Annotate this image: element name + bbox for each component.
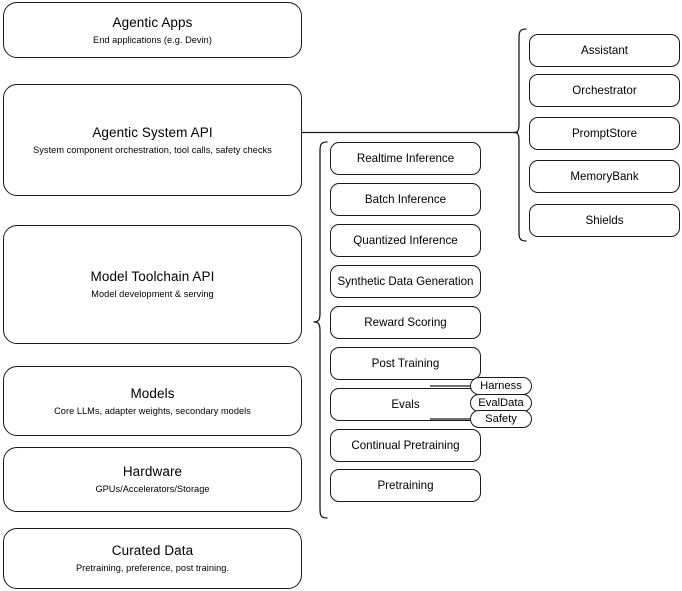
chip-label: PromptStore [571, 126, 638, 140]
layer-card-curated-data[interactable]: Curated Data Pretraining, preference, po… [3, 528, 302, 589]
chip-label: Pretraining [377, 478, 434, 492]
chip-promptstore[interactable]: PromptStore [529, 117, 680, 150]
badge-evaldata[interactable]: EvalData [470, 394, 532, 412]
chip-label: Synthetic Data Generation [337, 274, 474, 288]
chip-label: Orchestrator [572, 83, 637, 97]
badge-label: Safety [485, 412, 517, 425]
layer-title: Agentic System API [92, 124, 213, 140]
layer-title: Agentic Apps [112, 14, 193, 30]
chip-label: Quantized Inference [353, 233, 458, 247]
layer-card-model-toolchain-api[interactable]: Model Toolchain API Model development & … [3, 225, 302, 344]
chip-continual-pretraining[interactable]: Continual Pretraining [330, 429, 481, 462]
layer-title: Model Toolchain API [90, 269, 215, 284]
layer-subtitle: System component orchestration, tool cal… [33, 144, 272, 155]
chip-memorybank[interactable]: MemoryBank [529, 160, 680, 193]
layer-subtitle: Pretraining, preference, post training. [75, 563, 230, 573]
badge-safety[interactable]: Safety [470, 410, 532, 428]
chip-evals[interactable]: Evals [330, 388, 481, 421]
chip-label: Batch Inference [364, 192, 447, 206]
chip-shields[interactable]: Shields [529, 204, 680, 237]
chip-synthetic-data-generation[interactable]: Synthetic Data Generation [330, 265, 481, 298]
chip-orchestrator[interactable]: Orchestrator [529, 74, 680, 107]
chip-label: Shields [585, 213, 624, 227]
chip-realtime-inference[interactable]: Realtime Inference [330, 142, 481, 175]
layer-subtitle: End applications (e.g. Devin) [93, 34, 212, 45]
chip-label: MemoryBank [570, 169, 639, 183]
layer-subtitle: Core LLMs, adapter weights, secondary mo… [54, 405, 251, 416]
layer-title: Models [130, 385, 175, 401]
chip-quantized-inference[interactable]: Quantized Inference [330, 224, 481, 257]
chip-reward-scoring[interactable]: Reward Scoring [330, 306, 481, 339]
layer-card-models[interactable]: Models Core LLMs, adapter weights, secon… [3, 366, 302, 436]
chip-label: Evals [391, 397, 420, 411]
chip-post-training[interactable]: Post Training [330, 347, 481, 380]
layer-subtitle: GPUs/Accelerators/Storage [95, 484, 210, 494]
layer-card-agentic-system-api[interactable]: Agentic System API System component orch… [3, 84, 302, 196]
chip-pretraining[interactable]: Pretraining [330, 469, 481, 502]
chip-label: Reward Scoring [364, 315, 447, 329]
chip-assistant[interactable]: Assistant [529, 34, 680, 67]
layer-title: Curated Data [111, 543, 194, 558]
chip-label: Realtime Inference [356, 151, 455, 165]
chip-label: Assistant [580, 43, 629, 57]
chip-label: Continual Pretraining [351, 438, 460, 452]
badge-label: EvalData [478, 396, 524, 409]
layer-title: Hardware [122, 464, 183, 479]
layer-card-agentic-apps[interactable]: Agentic Apps End applications (e.g. Devi… [3, 2, 302, 58]
layer-subtitle: Model development & serving [91, 289, 214, 299]
badge-harness[interactable]: Harness [470, 377, 532, 395]
chip-batch-inference[interactable]: Batch Inference [330, 183, 481, 216]
chip-label: Post Training [371, 356, 440, 370]
layer-card-hardware[interactable]: Hardware GPUs/Accelerators/Storage [3, 447, 302, 512]
badge-label: Harness [480, 379, 522, 392]
